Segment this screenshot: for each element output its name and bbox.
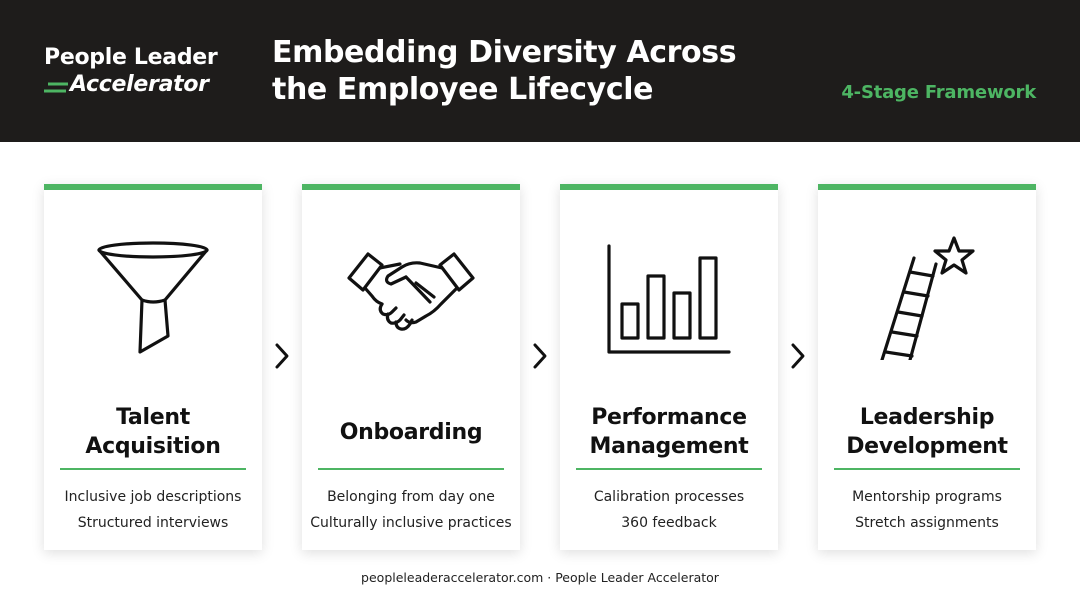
stage-title-line2: Management [589, 434, 749, 459]
stage-title-line1: Talent [116, 405, 190, 430]
stage-card-talent-acquisition: Talent Acquisition Inclusive job descrip… [44, 184, 262, 550]
stage-title-line2: Development [846, 434, 1008, 459]
brand-name-line1: People Leader [44, 45, 218, 70]
stage-point: Stretch assignments [855, 515, 999, 531]
page-title-line1: Embedding Diversity Across [272, 35, 737, 70]
divider [318, 468, 504, 470]
divider [576, 468, 762, 470]
stage-title-line1: Leadership [859, 405, 995, 430]
bar-chart-icon [607, 244, 731, 354]
stage-title: Leadership Development [818, 402, 1036, 462]
stage-title: Talent Acquisition [44, 402, 262, 462]
handshake-icon [347, 252, 475, 331]
divider [834, 468, 1020, 470]
brand-logo: People Leader Accelerator [44, 44, 218, 98]
stage-title-line1: Onboarding [339, 419, 483, 445]
stage-points: Belonging from day one Culturally inclus… [302, 484, 520, 536]
page-title: Embedding Diversity Across the Employee … [272, 34, 737, 108]
funnel-icon [97, 241, 209, 354]
chevron-right-icon [275, 343, 289, 369]
stage-points: Inclusive job descriptions Structured in… [44, 484, 262, 536]
stage-title-line2: Acquisition [85, 434, 221, 459]
stage-point: 360 feedback [621, 515, 717, 531]
stage-point: Belonging from day one [327, 489, 495, 505]
framework-tag: 4-Stage Framework [841, 82, 1036, 103]
brand-name-accelerator: Accelerator [70, 72, 209, 97]
stage-title-line1: Performance [591, 405, 747, 430]
brand-name-line2: Accelerator [44, 72, 217, 98]
stage-point: Structured interviews [77, 515, 229, 531]
stage-point: Mentorship programs [852, 489, 1002, 505]
stage-point: Culturally inclusive practices [310, 515, 512, 531]
stage-card-performance-management: Performance Management Calibration proce… [560, 184, 778, 550]
stage-card-leadership-development: Leadership Development Mentorship progra… [818, 184, 1036, 550]
page-title-line2: the Employee Lifecycle [272, 72, 654, 107]
stage-points: Mentorship programs Stretch assignments [818, 484, 1036, 536]
speed-lines-icon [44, 82, 68, 93]
stage-points: Calibration processes 360 feedback [560, 484, 778, 536]
ladder-star-icon [880, 236, 975, 360]
divider [60, 468, 246, 470]
header-bar: People Leader Accelerator Embedding Dive… [0, 0, 1080, 142]
chevron-right-icon [791, 343, 805, 369]
stage-title: Onboarding [302, 402, 520, 462]
stage-card-onboarding: Onboarding Belonging from day one Cultur… [302, 184, 520, 550]
stage-point: Calibration processes [593, 489, 745, 505]
chevron-right-icon [533, 343, 547, 369]
stage-title: Performance Management [560, 402, 778, 462]
stage-point: Inclusive job descriptions [64, 489, 242, 505]
footer-credit: peopleleaderaccelerator.com · People Lea… [361, 570, 719, 585]
